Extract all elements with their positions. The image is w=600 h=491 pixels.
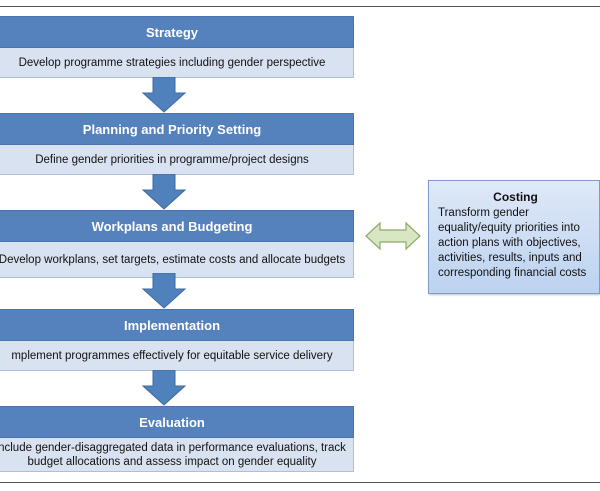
down-arrow-icon	[141, 174, 187, 210]
stage-description: Define gender priorities in programme/pr…	[0, 145, 354, 175]
stage-evaluation: Evaluation nclude gender-disaggregated d…	[0, 406, 354, 472]
stage-description: nclude gender-disaggregated data in perf…	[0, 438, 354, 472]
down-arrow-icon	[141, 370, 187, 406]
stage-title: Planning and Priority Setting	[0, 113, 354, 145]
stage-description: Develop programme strategies including g…	[0, 48, 354, 78]
stage-title: Implementation	[0, 309, 354, 341]
stage-description: Develop workplans, set targets, estimate…	[0, 242, 354, 278]
stage-title: Strategy	[0, 16, 354, 48]
costing-description: Transform gender equality/equity priorit…	[438, 207, 587, 279]
stage-description: mplement programmes effectively for equi…	[0, 341, 354, 371]
double-headed-arrow-icon	[365, 221, 421, 251]
bottom-rule	[0, 482, 600, 483]
costing-title: Costing	[493, 190, 538, 204]
stage-planning-priority-setting: Planning and Priority Setting Define gen…	[0, 113, 354, 175]
stage-title: Workplans and Budgeting	[0, 210, 354, 242]
down-arrow-icon	[141, 77, 187, 113]
stage-title: Evaluation	[0, 406, 354, 438]
down-arrow-icon	[141, 273, 187, 309]
costing-box: Costing Transform gender equality/equity…	[428, 180, 600, 294]
stage-strategy: Strategy Develop programme strategies in…	[0, 16, 354, 78]
top-rule	[0, 6, 600, 7]
stage-implementation: Implementation mplement programmes effec…	[0, 309, 354, 371]
stage-workplans-budgeting: Workplans and Budgeting Develop workplan…	[0, 210, 354, 278]
